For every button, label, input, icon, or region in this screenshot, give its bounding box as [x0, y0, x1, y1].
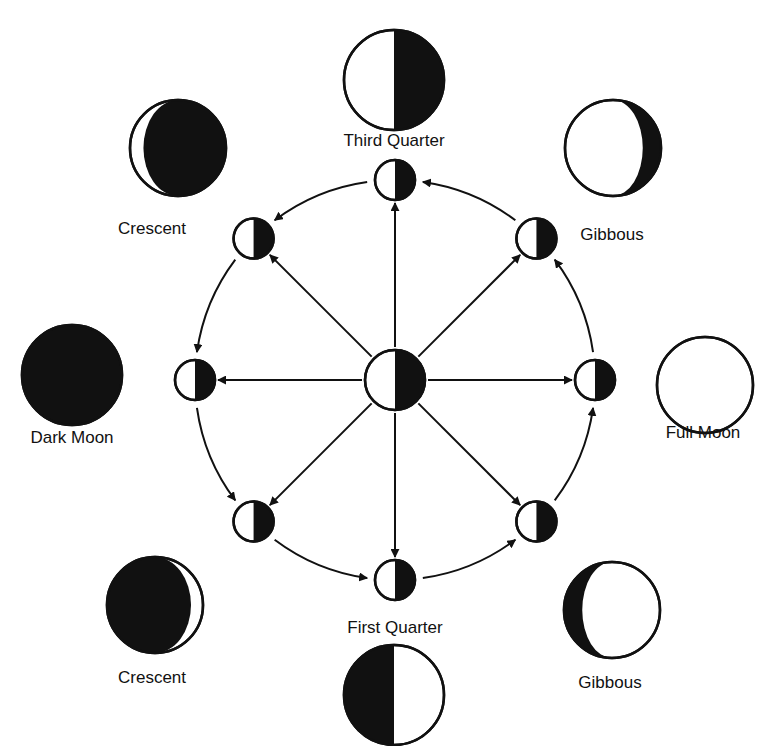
- moon-outline: [565, 100, 661, 196]
- moon-disc: [344, 645, 444, 745]
- orbit-moon: [516, 219, 556, 259]
- moon-shadow: [536, 501, 556, 541]
- radial-arrow: [394, 203, 396, 347]
- phase-label: Full Moon: [666, 423, 741, 443]
- moon-disc: [365, 350, 425, 410]
- moon-disc: [130, 100, 226, 196]
- radial-arrow: [418, 403, 520, 505]
- radial-arrow: [428, 379, 572, 381]
- orbit-moon: [375, 160, 415, 200]
- gibbous-moon: [564, 562, 660, 658]
- moon-outline: [234, 501, 274, 541]
- radial-arrow: [270, 255, 372, 357]
- moon-shadow: [254, 501, 274, 541]
- orbit-arrow: [275, 182, 368, 220]
- moon-shadow: [395, 560, 415, 600]
- moon-disc: [516, 501, 556, 541]
- moon-shadow: [195, 360, 215, 400]
- phase-label: Crescent: [118, 219, 186, 239]
- moon-outline: [107, 557, 203, 653]
- orbit-moon: [234, 219, 274, 259]
- moon-disc: [575, 360, 615, 400]
- orbit-moon: [375, 560, 415, 600]
- moon-disc: [344, 30, 444, 130]
- moon-shadow: [595, 360, 615, 400]
- moon-outline: [516, 219, 556, 259]
- orbit-moon: [175, 360, 215, 400]
- third-quarter-moon: [344, 30, 444, 130]
- moon-outline: [344, 30, 444, 130]
- moon-outline: [516, 501, 556, 541]
- moon-outline: [175, 360, 215, 400]
- phase-label: Third Quarter: [343, 131, 444, 151]
- moon-shadow: [564, 562, 612, 658]
- moon-disc: [22, 325, 122, 425]
- dark-moon: [22, 325, 122, 425]
- phase-label: Dark Moon: [30, 428, 113, 448]
- moon-outline: [344, 645, 444, 745]
- first-quarter-moon: [344, 645, 444, 745]
- moon-outline: [375, 560, 415, 600]
- radial-arrow: [218, 379, 362, 381]
- moon-shadow: [395, 160, 415, 200]
- moon-outline: [22, 325, 122, 425]
- moon-disc: [375, 560, 415, 600]
- phase-label: First Quarter: [347, 618, 442, 638]
- crescent-moon: [107, 557, 203, 653]
- moon-shadow: [613, 100, 661, 196]
- moon-disc: [564, 562, 660, 658]
- moon-shadow: [536, 219, 556, 259]
- crescent-moon: [130, 100, 226, 196]
- orbit-arrow: [423, 540, 516, 578]
- phase-label: Crescent: [118, 668, 186, 688]
- moon-shadow: [395, 350, 425, 410]
- moon-disc: [107, 557, 203, 653]
- moon-outline: [234, 219, 274, 259]
- moon-outline: [130, 100, 226, 196]
- orbit-arrow: [197, 260, 235, 353]
- moon-disc: [565, 100, 661, 196]
- moon-shadow: [254, 219, 274, 259]
- gibbous-moon: [565, 100, 661, 196]
- full-moon: [657, 337, 753, 433]
- radial-arrow: [394, 413, 396, 557]
- moon-disc: [657, 337, 753, 433]
- phase-label: Gibbous: [578, 673, 641, 693]
- moon-shadow: [344, 645, 394, 745]
- orbit-arrow: [555, 408, 593, 501]
- orbit-moon: [234, 501, 274, 541]
- orbit-moon: [575, 360, 615, 400]
- moon-outline: [375, 160, 415, 200]
- moon-disc: [516, 219, 556, 259]
- moon-disc: [375, 160, 415, 200]
- orbit-moon: [516, 501, 556, 541]
- moon-disc: [234, 219, 274, 259]
- moon-outline: [657, 337, 753, 433]
- center-moon: [365, 350, 425, 410]
- moon-outline: [575, 360, 615, 400]
- radial-arrow: [418, 255, 520, 357]
- orbit-arrow: [555, 260, 593, 353]
- moon-disc: [234, 501, 274, 541]
- phase-label: Gibbous: [580, 225, 643, 245]
- orbit-arrow: [423, 182, 516, 220]
- moon-shadow: [394, 30, 444, 130]
- moon-disc: [175, 360, 215, 400]
- radial-arrow: [270, 403, 372, 505]
- moon-outline: [564, 562, 660, 658]
- moon-outline: [365, 350, 425, 410]
- orbit-arrow: [197, 408, 235, 501]
- orbit-arrow: [275, 540, 368, 578]
